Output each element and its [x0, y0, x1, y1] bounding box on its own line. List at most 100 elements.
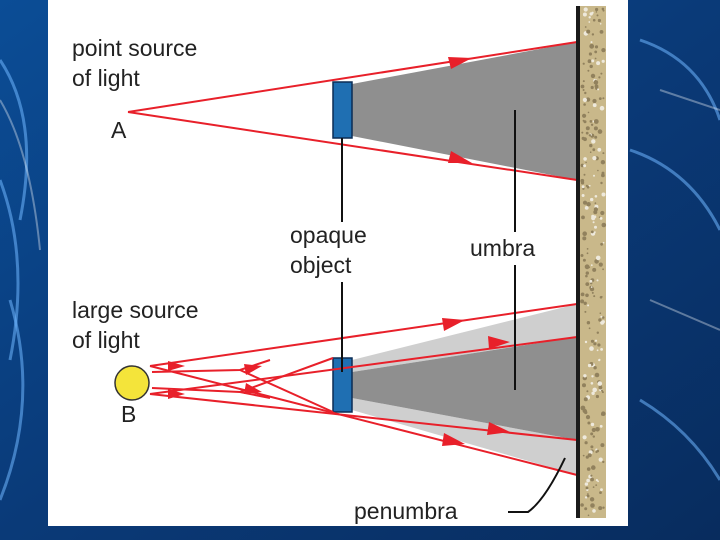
wall-speck: [593, 342, 597, 346]
wall-speck: [600, 488, 603, 491]
wall-speck: [584, 340, 588, 344]
opaque-object-top: [332, 81, 353, 139]
wall-speck: [585, 126, 590, 131]
wall-speck: [593, 174, 595, 177]
point-source-label-line1: point source: [72, 35, 197, 61]
wall-speck: [594, 225, 597, 229]
wall-speck: [593, 126, 598, 131]
wall-speck: [593, 207, 599, 212]
arrow-a-upper: [448, 57, 472, 69]
wall-speck: [601, 320, 605, 324]
wall-speck: [587, 111, 590, 114]
wall-speck: [585, 415, 591, 420]
wall-speck: [594, 45, 599, 49]
wall-speck: [592, 221, 595, 224]
wall-speck: [598, 358, 601, 361]
arrow-a-lower: [448, 151, 472, 163]
wall-speck: [594, 57, 597, 60]
wall-speck: [591, 33, 595, 36]
wall-speck: [595, 11, 598, 13]
wall-speck: [599, 424, 603, 428]
wall-speck: [601, 389, 603, 392]
wall-speck: [593, 80, 599, 85]
wall-speck: [586, 202, 591, 207]
wall-speck: [590, 445, 594, 449]
wall-speck: [597, 343, 601, 347]
wall-speck: [580, 405, 586, 411]
arrow-b-3: [487, 422, 510, 435]
wall-speck: [583, 137, 587, 142]
wall-speck: [595, 255, 601, 261]
ray-b-cross-4: [239, 357, 334, 393]
arrow-b-1: [442, 318, 465, 331]
wall-speck: [582, 89, 585, 91]
wall-speck: [585, 282, 590, 286]
wall-speck: [582, 200, 588, 205]
wall-speck: [582, 236, 587, 241]
wall-speck: [598, 262, 603, 267]
wall-speck: [602, 97, 605, 100]
wall-speck: [585, 184, 589, 187]
umbra-label: umbra: [470, 235, 535, 261]
wall-speck: [599, 23, 602, 25]
wall-speck: [583, 7, 588, 12]
wall-speck: [591, 291, 594, 294]
wall-speck: [599, 30, 604, 34]
wall-speck: [594, 372, 600, 378]
wall-speck: [592, 486, 595, 488]
wall-speck: [582, 258, 586, 262]
wall-speck: [600, 315, 603, 318]
wall-speck: [584, 441, 588, 445]
wall-speck: [601, 173, 605, 178]
wall-speck: [599, 105, 605, 111]
wall-speck: [590, 286, 593, 288]
point-source-label-line2: of light: [72, 65, 140, 91]
wall-speck: [582, 231, 587, 236]
wall-speck: [580, 503, 584, 507]
wall-speck: [587, 304, 590, 307]
wall-speck: [594, 135, 598, 139]
wall-speck: [599, 312, 602, 315]
wall-speck: [590, 432, 594, 436]
wall-speck: [580, 254, 584, 257]
wall-speck: [588, 16, 591, 19]
wall-speck: [596, 61, 601, 66]
wall-speck: [583, 173, 586, 176]
wall-speck: [583, 164, 587, 168]
wall-speck: [594, 339, 598, 342]
wall-speck: [583, 397, 588, 402]
wall-speck: [591, 427, 596, 433]
wall-speck: [595, 479, 599, 482]
wall-speck: [590, 73, 596, 79]
wall-speck: [600, 443, 605, 448]
wall-speck: [590, 85, 594, 90]
wall-speck: [588, 134, 592, 137]
wall-speck: [589, 143, 593, 148]
wall-speck: [581, 179, 584, 182]
wall-speck: [602, 460, 605, 464]
wall-speck: [597, 381, 603, 386]
wall-speck: [592, 435, 595, 438]
wall-speck: [586, 390, 589, 393]
large-source-label-line1: large source: [72, 297, 199, 323]
wall-speck: [580, 84, 585, 89]
point-a-label: A: [111, 117, 127, 143]
ray-b-3: [149, 336, 578, 395]
wall-texture: [580, 7, 607, 517]
wall-speck: [586, 252, 589, 255]
wall-speck: [589, 286, 595, 292]
wall-speck: [597, 480, 599, 483]
wall-speck: [589, 120, 593, 123]
penumbra-leader: [508, 457, 566, 513]
wall-speck: [602, 506, 605, 509]
wall-speck: [584, 91, 587, 95]
wall-speck: [581, 215, 585, 220]
wall-speck: [585, 486, 589, 490]
wall-speck: [593, 119, 599, 124]
wall-speck: [587, 363, 592, 368]
penumbra-region-upper: [352, 304, 577, 372]
wall-speck: [590, 474, 593, 477]
wall-speck: [580, 292, 585, 297]
wall-speck: [586, 321, 591, 325]
wall-speck: [597, 129, 603, 134]
